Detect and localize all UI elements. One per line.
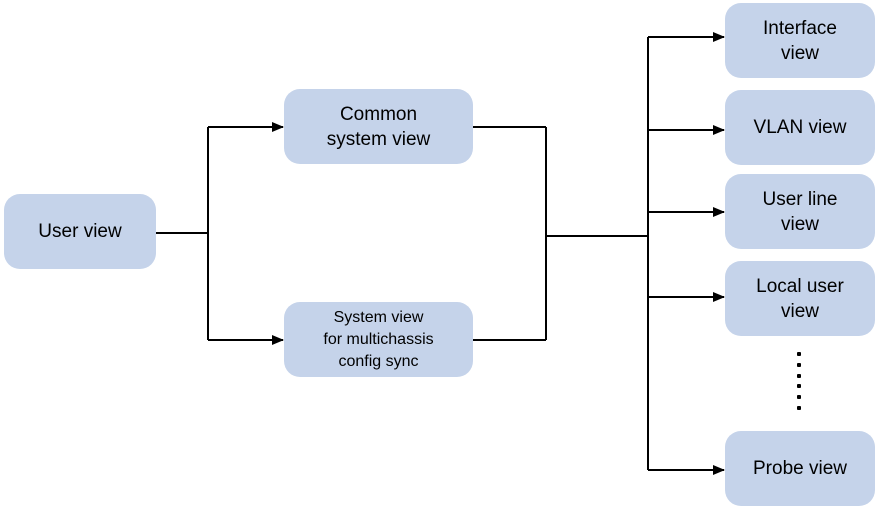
ellipsis-dot (797, 362, 801, 367)
ellipsis-dot (797, 384, 801, 389)
node-vlan-view: VLAN view (725, 90, 875, 165)
node-common-system-view: Common system view (284, 89, 473, 164)
node-local-user-view: Local user view (725, 261, 875, 336)
node-system-view-multichassis: System view for multichassis config sync (284, 302, 473, 377)
node-user-line-view-label: User line view (762, 188, 838, 235)
ellipsis-dot (797, 395, 801, 400)
node-probe-view-label: Probe view (753, 458, 847, 479)
ellipsis-dot (797, 352, 801, 356)
node-system-view-multichassis-label: System view for multichassis config sync (323, 308, 434, 370)
node-interface-view-label: Interface view (763, 17, 837, 64)
node-local-user-view-label: Local user view (756, 275, 844, 322)
node-common-system-view-label: Common system view (326, 103, 431, 150)
node-probe-view: Probe view (725, 431, 875, 506)
ellipsis-dot (797, 405, 801, 410)
node-interface-view: Interface view (725, 3, 875, 78)
ellipsis-dot (797, 373, 801, 378)
node-vlan-view-label: VLAN view (753, 117, 847, 138)
ellipsis-dots (796, 352, 802, 410)
node-user-line-view: User line view (725, 174, 875, 249)
node-user-view: User view (4, 194, 156, 269)
node-user-view-label: User view (38, 221, 122, 242)
